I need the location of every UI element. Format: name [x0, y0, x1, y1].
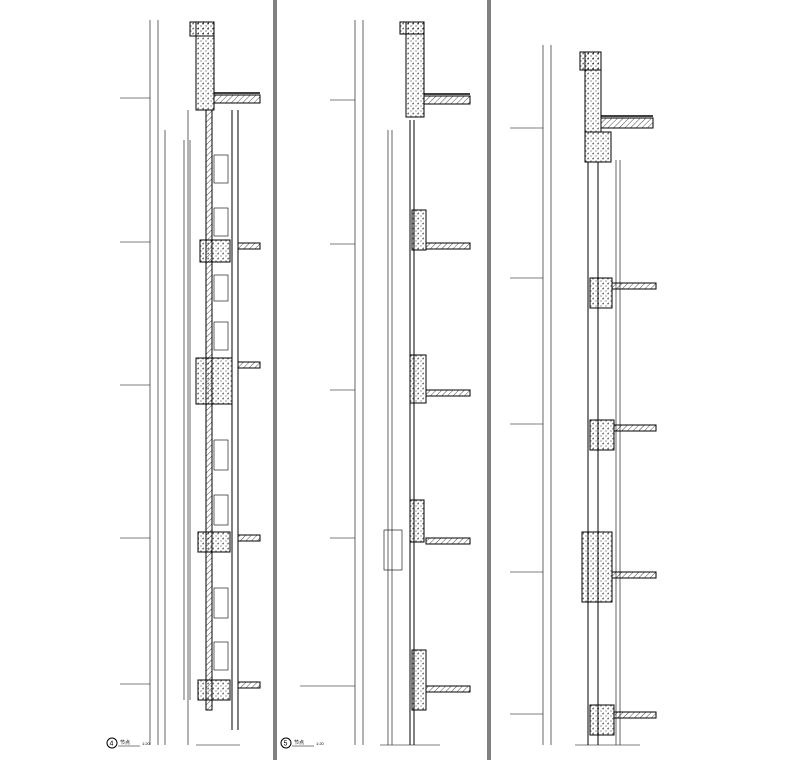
section-4-scale: 1:20 [142, 741, 151, 746]
insulation-layer [183, 140, 191, 700]
exterior-wall [587, 160, 621, 745]
curtain-wall-mullions [387, 120, 415, 745]
wall-section-6 [510, 45, 657, 746]
wall-section-4: 4 节点 1:20 [106, 20, 261, 749]
section-5-scale: 1:20 [316, 741, 325, 746]
parapet [405, 21, 425, 118]
dimension-chain [542, 45, 552, 745]
level-markers [510, 127, 543, 715]
dimension-chain [149, 20, 166, 745]
section-4-label: 节点 [120, 740, 130, 746]
roof-slab [213, 94, 261, 104]
section-5-title: 5 节点 1:20 [280, 737, 325, 749]
level-markers [120, 97, 150, 685]
section-5-label: 节点 [294, 740, 304, 746]
exterior-wall [205, 109, 213, 711]
dimension-chain [354, 20, 364, 745]
section-5-number: 5 [284, 741, 288, 748]
level-markers [300, 99, 355, 687]
sheet-frame [273, 0, 491, 760]
wall-section-5: 5 节点 1:20 [280, 20, 471, 749]
window-series [213, 154, 229, 671]
section-4-title: 4 节点 1:20 [106, 737, 151, 749]
section-4-number: 4 [110, 741, 114, 748]
